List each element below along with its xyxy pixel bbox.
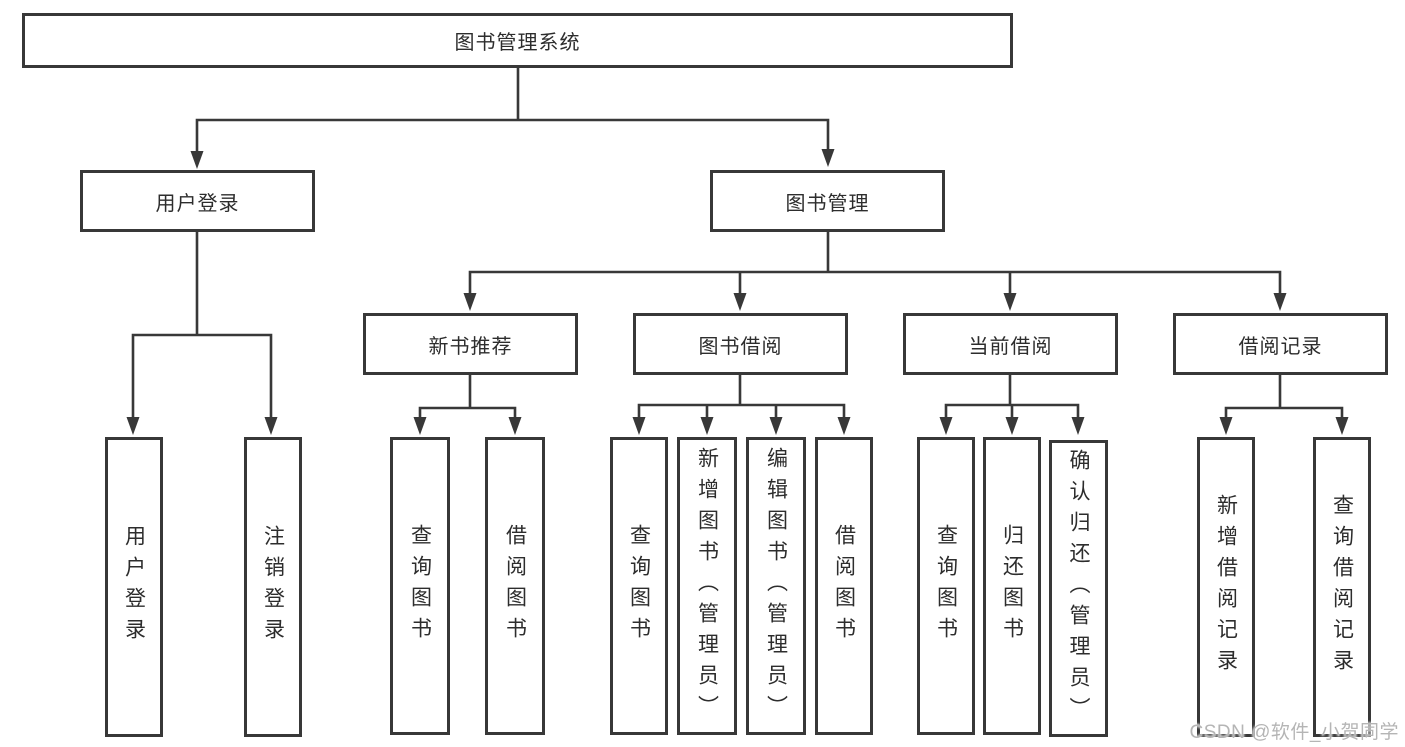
node-root-system: 图书管理系统 (22, 13, 1013, 68)
leaf-user-login-label: 用户登录 (122, 525, 146, 649)
leaf-borrow-books-recommend-label: 借阅图书 (503, 524, 527, 648)
leaf-confirm-return-admin-label: 确认归还（管理员） (1067, 449, 1090, 728)
leaf-logout: 注销登录 (244, 437, 302, 737)
leaf-query-books-borrow-label: 查询图书 (627, 524, 651, 648)
leaf-return-book: 归还图书 (983, 437, 1041, 735)
arrowheads (126, 149, 1349, 435)
leaf-query-borrow-record-label: 查询借阅记录 (1330, 494, 1354, 680)
node-new-book-recommendation-label: 新书推荐 (428, 335, 513, 358)
csdn-watermark: CSDN @软件_小贺同学 (1189, 722, 1399, 743)
leaf-query-books-recommend: 查询图书 (390, 437, 450, 735)
node-new-book-recommendation: 新书推荐 (363, 313, 578, 375)
node-root-system-label: 图书管理系统 (454, 32, 581, 54)
leaf-add-book-admin: 新增图书（管理员） (677, 437, 737, 735)
leaf-edit-book-admin: 编辑图书（管理员） (746, 437, 806, 735)
node-user-login-label: 用户登录 (155, 192, 240, 215)
leaf-user-login: 用户登录 (105, 437, 163, 737)
node-book-borrowing-label: 图书借阅 (698, 335, 783, 358)
leaf-add-book-admin-label: 新增图书（管理员） (695, 446, 719, 726)
node-book-management: 图书管理 (710, 170, 945, 232)
node-borrowing-records-label: 借阅记录 (1238, 335, 1323, 358)
edge-segments (131, 66, 1344, 422)
leaf-return-book-label: 归还图书 (1000, 524, 1024, 648)
leaf-query-borrow-record: 查询借阅记录 (1313, 437, 1371, 737)
leaf-query-books-current-label: 查询图书 (934, 524, 958, 648)
leaf-edit-book-admin-label: 编辑图书（管理员） (764, 446, 788, 726)
node-borrowing-records: 借阅记录 (1173, 313, 1388, 375)
leaf-borrow-books-label: 借阅图书 (832, 524, 856, 648)
leaf-query-books-recommend-label: 查询图书 (408, 524, 432, 648)
leaf-borrow-books: 借阅图书 (815, 437, 873, 735)
node-current-borrowing: 当前借阅 (903, 313, 1118, 375)
node-book-borrowing: 图书借阅 (633, 313, 848, 375)
leaf-query-books-borrow: 查询图书 (610, 437, 668, 735)
leaf-add-borrow-record: 新增借阅记录 (1197, 437, 1255, 737)
node-current-borrowing-label: 当前借阅 (968, 335, 1053, 358)
node-book-management-label: 图书管理 (785, 192, 870, 215)
node-user-login: 用户登录 (80, 170, 315, 232)
leaf-query-books-current: 查询图书 (917, 437, 975, 735)
leaf-borrow-books-recommend: 借阅图书 (485, 437, 545, 735)
leaf-logout-label: 注销登录 (261, 525, 285, 649)
leaf-add-borrow-record-label: 新增借阅记录 (1214, 494, 1238, 680)
leaf-confirm-return-admin: 确认归还（管理员） (1049, 440, 1108, 737)
